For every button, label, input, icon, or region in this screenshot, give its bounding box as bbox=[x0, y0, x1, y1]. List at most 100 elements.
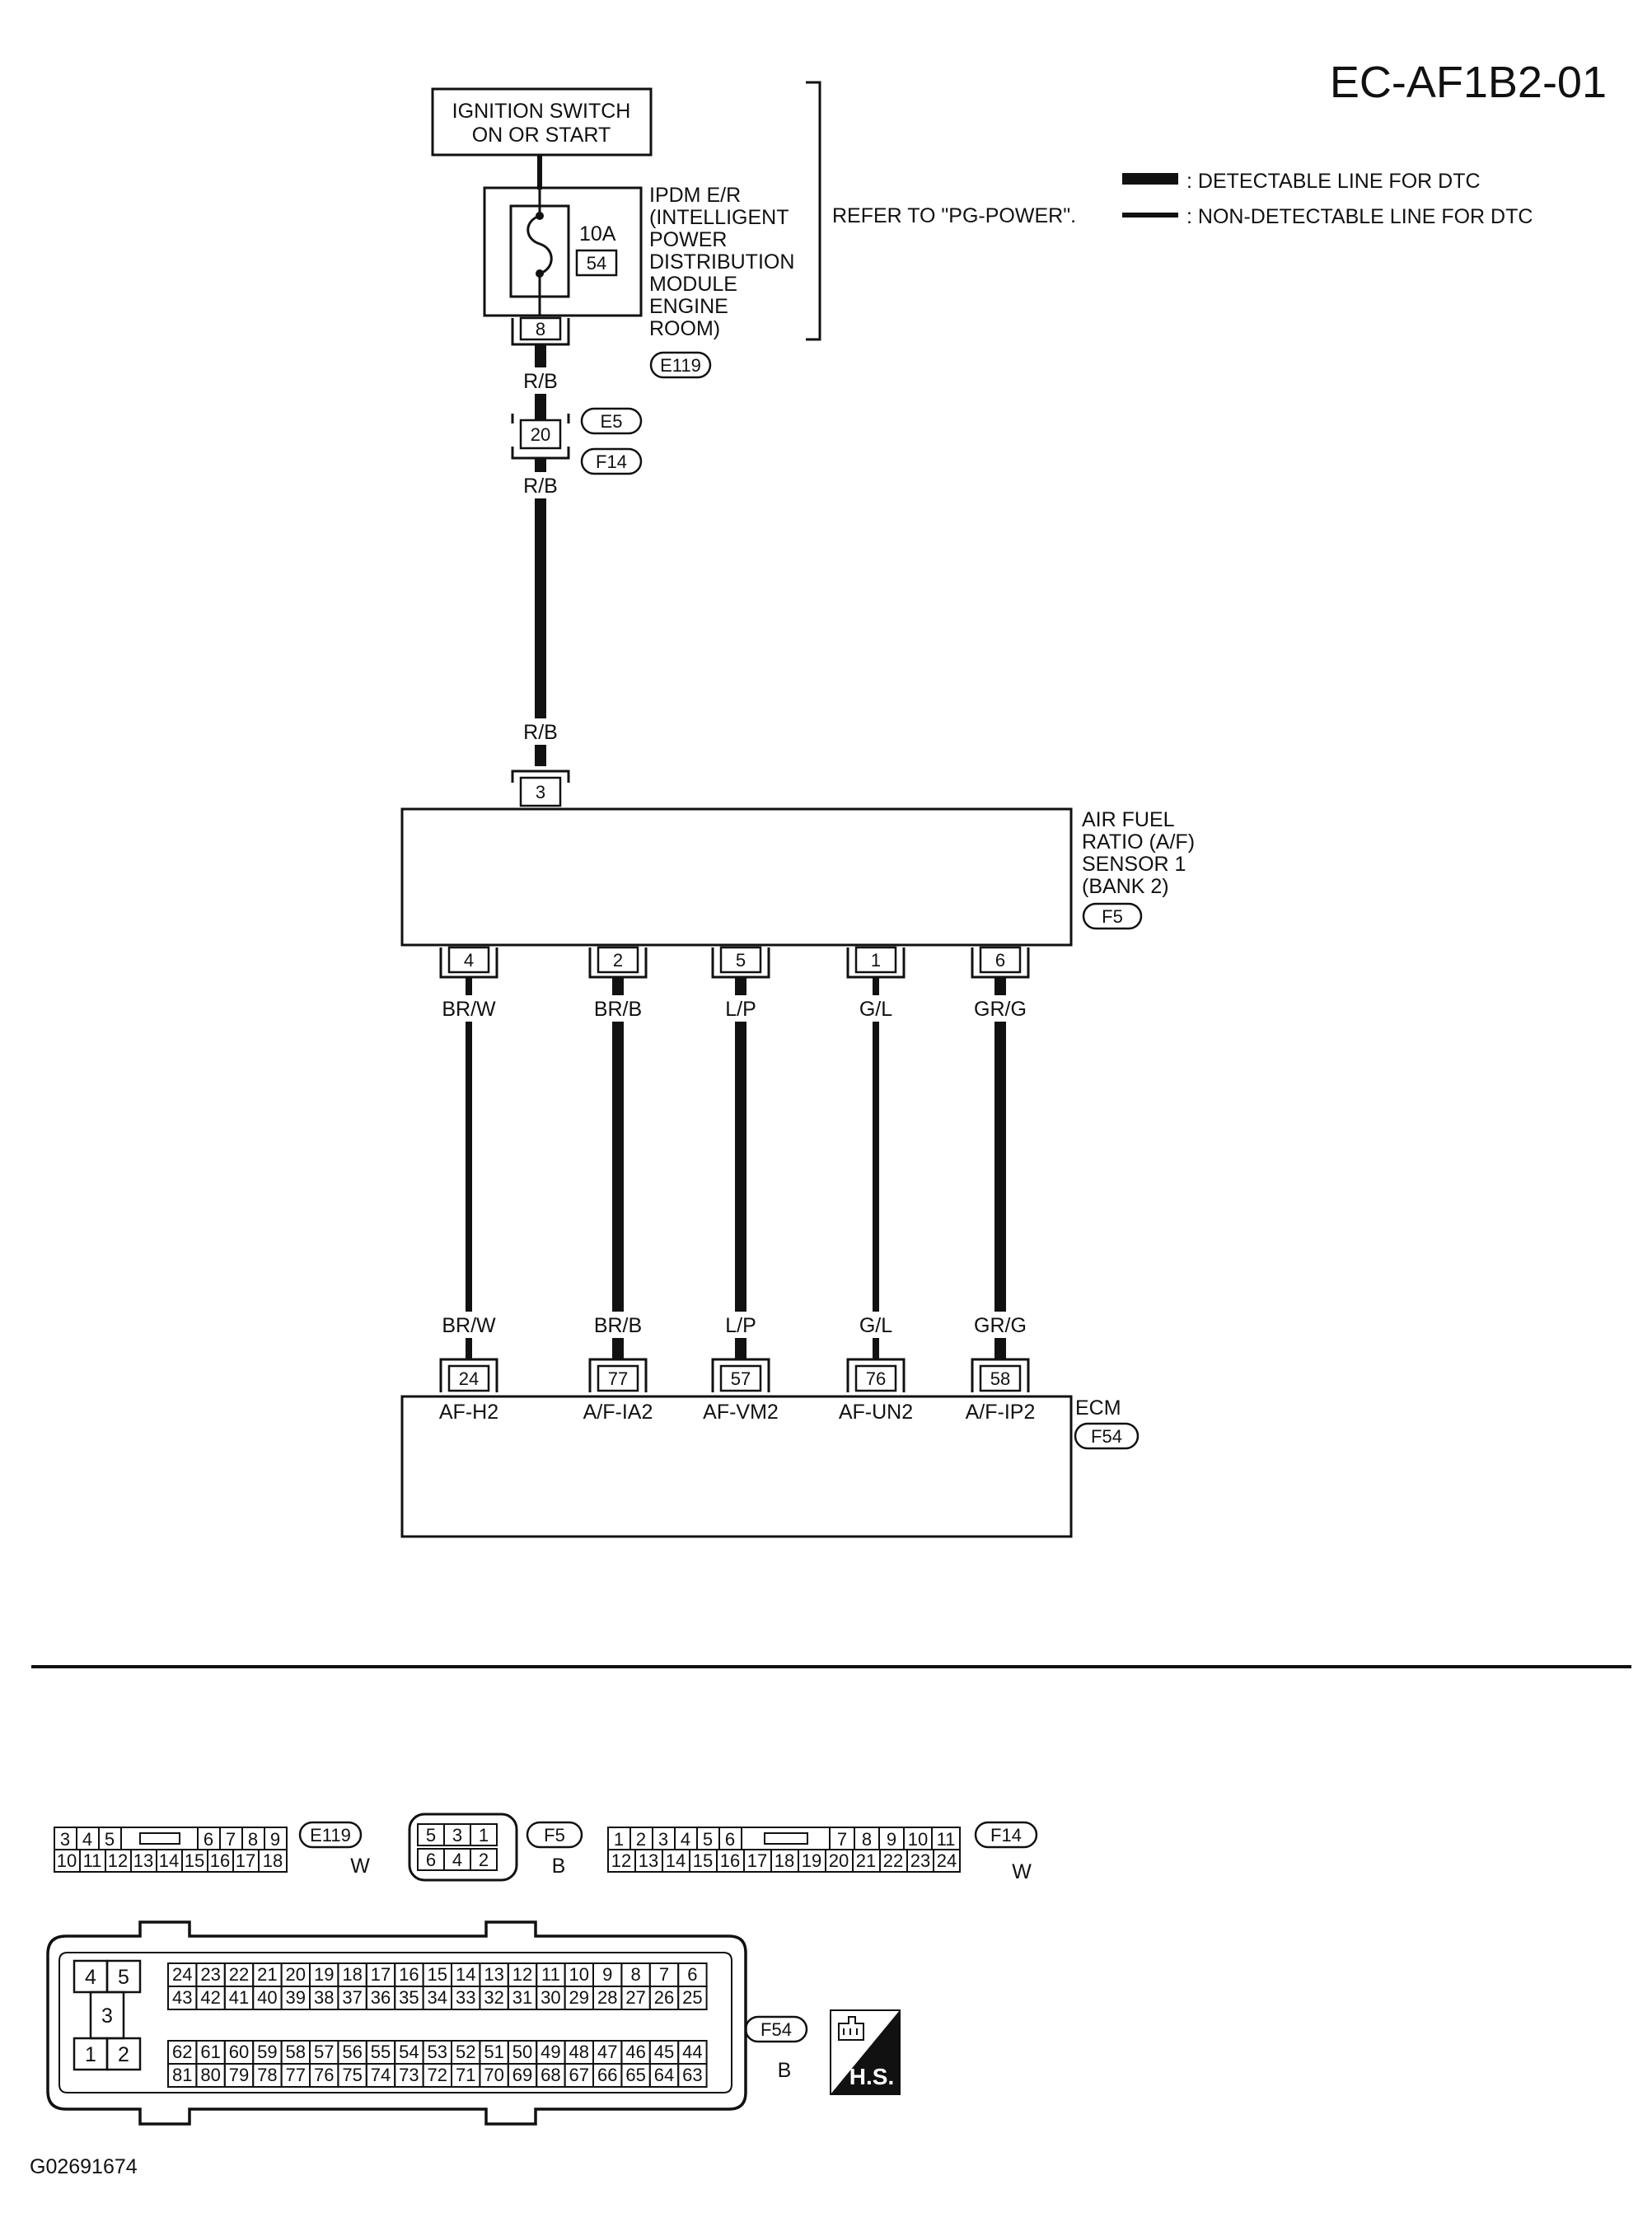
wire-label-bg bbox=[433, 1312, 505, 1338]
wire-color-bottom: GR/G bbox=[974, 1314, 1027, 1337]
f54-pin: 80 bbox=[200, 2065, 220, 2085]
f54-pin: 40 bbox=[257, 1987, 277, 2008]
ecm-pin-number: 24 bbox=[459, 1368, 479, 1389]
f54-pin: 39 bbox=[286, 1987, 306, 2008]
f54-pin: 75 bbox=[342, 2065, 362, 2085]
connector-id-e119: E119 bbox=[660, 355, 701, 376]
connector-view-f5: 5 3 1 6 4 2 F5 B bbox=[408, 1813, 583, 1882]
f14-pin: 20 bbox=[829, 1850, 849, 1871]
refer-to-pg-power: REFER TO "PG-POWER". bbox=[832, 204, 1076, 227]
f54-pin: 43 bbox=[172, 1987, 192, 2008]
e119-pin: 6 bbox=[204, 1829, 213, 1850]
f54-pin: 8 bbox=[630, 1964, 640, 1985]
f14-id: F14 bbox=[990, 1825, 1022, 1845]
f14-pin: 12 bbox=[611, 1850, 631, 1871]
f54-pin-cell bbox=[677, 2063, 708, 2088]
harness-connector-icon bbox=[838, 2016, 864, 2041]
sensor-pin-box bbox=[719, 946, 762, 974]
f54-pin: 48 bbox=[569, 2042, 589, 2062]
f54-pin: 49 bbox=[541, 2042, 560, 2062]
f54-pin: 34 bbox=[428, 1987, 447, 2008]
fuse-icon bbox=[526, 189, 553, 316]
wire-color-top: G/L bbox=[859, 998, 892, 1021]
ecm-terminal-label: A/F-IA2 bbox=[583, 1401, 653, 1424]
sensor-input-pin-number: 3 bbox=[536, 782, 545, 802]
wire-color-top: GR/G bbox=[974, 998, 1027, 1021]
fuse-number: 54 bbox=[587, 253, 606, 274]
sensor-input-pin-box bbox=[519, 776, 562, 807]
f5-color: B bbox=[552, 1855, 566, 1878]
f54-pin: 9 bbox=[602, 1964, 612, 1985]
ecm-terminal-label: AF-UN2 bbox=[839, 1401, 913, 1424]
wire-label-bg bbox=[582, 1312, 654, 1338]
f54-pin: 47 bbox=[597, 2042, 617, 2062]
f14-pin: 10 bbox=[908, 1829, 928, 1850]
f14-tag-oval bbox=[974, 1821, 1038, 1849]
f54-pin: 12 bbox=[512, 1964, 532, 1985]
ecm-pin-bracket bbox=[846, 1358, 906, 1392]
f54-pin: 17 bbox=[371, 1964, 391, 1985]
ipdm-label-2: (INTELLIGENT bbox=[649, 206, 789, 229]
ecm: ECM F54 bbox=[400, 1395, 1140, 1538]
f54-pin: 36 bbox=[371, 1987, 391, 2008]
af-sensor: AIR FUEL RATIO (A/F) SENSOR 1 (BANK 2) F… bbox=[400, 807, 1195, 947]
af-sensor-label-1: AIR FUEL bbox=[1082, 808, 1175, 831]
f54-pin: 18 bbox=[342, 1964, 362, 1985]
f14-pin: 19 bbox=[802, 1850, 821, 1871]
f54-pin: 81 bbox=[172, 2065, 192, 2085]
ipdm-label-6: ENGINE bbox=[649, 295, 728, 318]
non-detectable-line-swatch bbox=[1122, 213, 1178, 218]
ipdm-connector-pin-8: 8 bbox=[511, 316, 570, 346]
f54-tag-oval bbox=[744, 2015, 808, 2043]
pin-box bbox=[519, 316, 562, 341]
connector-id-e5: E5 bbox=[601, 411, 623, 432]
f54-color: B bbox=[778, 2059, 792, 2082]
f14-pin: 21 bbox=[856, 1850, 876, 1871]
sensor-pin-number: 1 bbox=[871, 950, 881, 971]
e119-pin: 12 bbox=[108, 1850, 128, 1871]
figure-id: G02691674 bbox=[30, 2155, 138, 2178]
wire-color-rb-3: R/B bbox=[523, 721, 558, 744]
f54-pin: 28 bbox=[597, 1987, 617, 2008]
e119-id: E119 bbox=[310, 1825, 351, 1845]
ecm-terminal-label: AF-H2 bbox=[439, 1401, 498, 1424]
f5-pin: 1 bbox=[479, 1825, 489, 1845]
f54-pin: 66 bbox=[597, 2065, 617, 2085]
f14-pin: 9 bbox=[887, 1829, 896, 1850]
ipdm-er-module: 10A 54 IPDM E/R (INTELLIGENT POWER DISTR… bbox=[483, 184, 794, 340]
f14-blank-slot bbox=[764, 1832, 808, 1845]
wire-color-bottom: G/L bbox=[859, 1314, 892, 1337]
ignition-switch-line1: IGNITION SWITCH bbox=[452, 100, 631, 123]
f54-pin: 58 bbox=[286, 2042, 306, 2062]
f54-pin-cell bbox=[677, 1986, 708, 2010]
f54-pin: 52 bbox=[456, 2042, 475, 2062]
page-code: EC-AF1B2-01 bbox=[1330, 58, 1607, 107]
f14-color: W bbox=[1012, 1860, 1032, 1883]
sensor-input-bracket bbox=[511, 770, 570, 783]
refer-bracket: REFER TO "PG-POWER". bbox=[806, 81, 1076, 341]
af-sensor-label-4: (BANK 2) bbox=[1082, 875, 1169, 898]
sensor-pin-number: 2 bbox=[613, 950, 623, 971]
e119-pin: 3 bbox=[60, 1829, 70, 1850]
e119-pin: 10 bbox=[57, 1850, 77, 1871]
wire-label-bg bbox=[582, 995, 654, 1022]
connector-tag-f5-oval bbox=[1082, 902, 1143, 930]
f14-pin: 22 bbox=[883, 1850, 903, 1871]
f54-pin: 32 bbox=[484, 1987, 503, 2008]
f54-pin: 25 bbox=[682, 1987, 702, 2008]
fuse-number-box bbox=[575, 249, 618, 277]
e119-pin: 7 bbox=[226, 1829, 236, 1850]
f54-pin: 22 bbox=[229, 1964, 249, 1985]
ecm-pin-box bbox=[719, 1364, 762, 1392]
f14-pin: 23 bbox=[910, 1850, 930, 1871]
legend-non-detectable-label: : NON-DETECTABLE LINE FOR DTC bbox=[1186, 205, 1533, 228]
connector-id-f5: F5 bbox=[1102, 906, 1123, 927]
e119-pin: 13 bbox=[133, 1850, 153, 1871]
bracket-line bbox=[806, 81, 821, 341]
f54-pin: 45 bbox=[654, 2042, 674, 2062]
f14-pin: 1 bbox=[614, 1829, 624, 1850]
connector-tag-oval bbox=[649, 351, 712, 379]
connector-view-e119: 3 4 5 6 7 8 9 10 11 12 13 14 15 16 17 18… bbox=[54, 1821, 370, 1878]
f54-pin: 51 bbox=[484, 2042, 503, 2062]
